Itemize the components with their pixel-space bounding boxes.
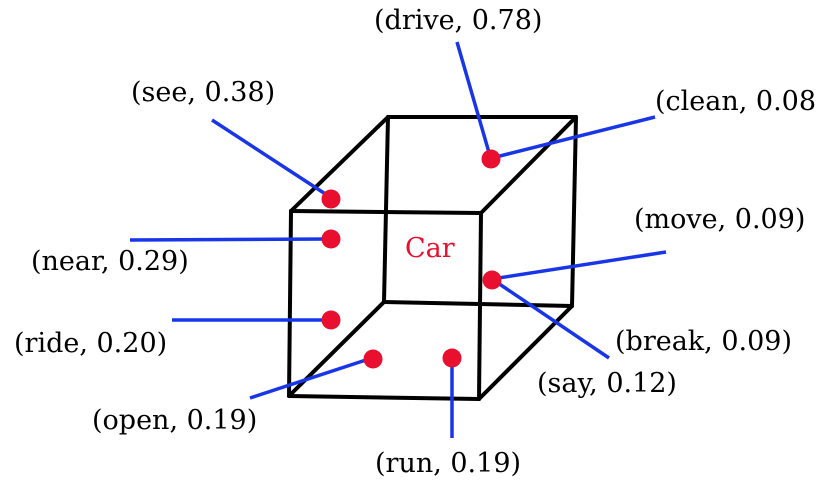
- cube-edge: [570, 115, 578, 308]
- point-move-break: [482, 270, 502, 290]
- leader-lines: [129, 41, 667, 438]
- points: [321, 149, 502, 369]
- label-break: (break, 0.09): [615, 326, 792, 357]
- point-near: [321, 229, 341, 249]
- point-open: [363, 349, 383, 369]
- leader-move: [491, 250, 667, 281]
- label-open: (open, 0.19): [92, 405, 257, 436]
- label-near: (near, 0.29): [31, 246, 189, 277]
- point-drive: [481, 149, 501, 169]
- leader-near: [129, 237, 331, 242]
- point-run: [442, 348, 462, 368]
- cube-edge: [477, 211, 483, 401]
- leader-break: [491, 277, 610, 360]
- cube-edge: [479, 115, 578, 215]
- point-see: [321, 189, 341, 209]
- label-drive: (drive, 0.78): [374, 5, 542, 36]
- label-see: (see, 0.38): [131, 77, 275, 108]
- label-move: (move, 0.09): [634, 204, 805, 235]
- cube-edge: [382, 115, 390, 304]
- cube-edge: [287, 209, 293, 398]
- leader-open: [249, 356, 373, 400]
- leader-drive: [455, 41, 492, 157]
- center-label: Car: [405, 233, 455, 264]
- label-clean: (clean, 0.08: [655, 86, 816, 117]
- label-ride: (ride, 0.20): [14, 328, 167, 359]
- cube-edge: [287, 394, 481, 401]
- leader-clean: [491, 115, 656, 160]
- point-ride: [321, 310, 341, 330]
- label-run: (run, 0.19): [375, 448, 521, 479]
- leader-see: [211, 118, 331, 199]
- label-say: (say, 0.12): [537, 368, 677, 399]
- cube-edge: [289, 115, 390, 213]
- cube-edge: [289, 209, 483, 215]
- cube-edge: [382, 300, 574, 308]
